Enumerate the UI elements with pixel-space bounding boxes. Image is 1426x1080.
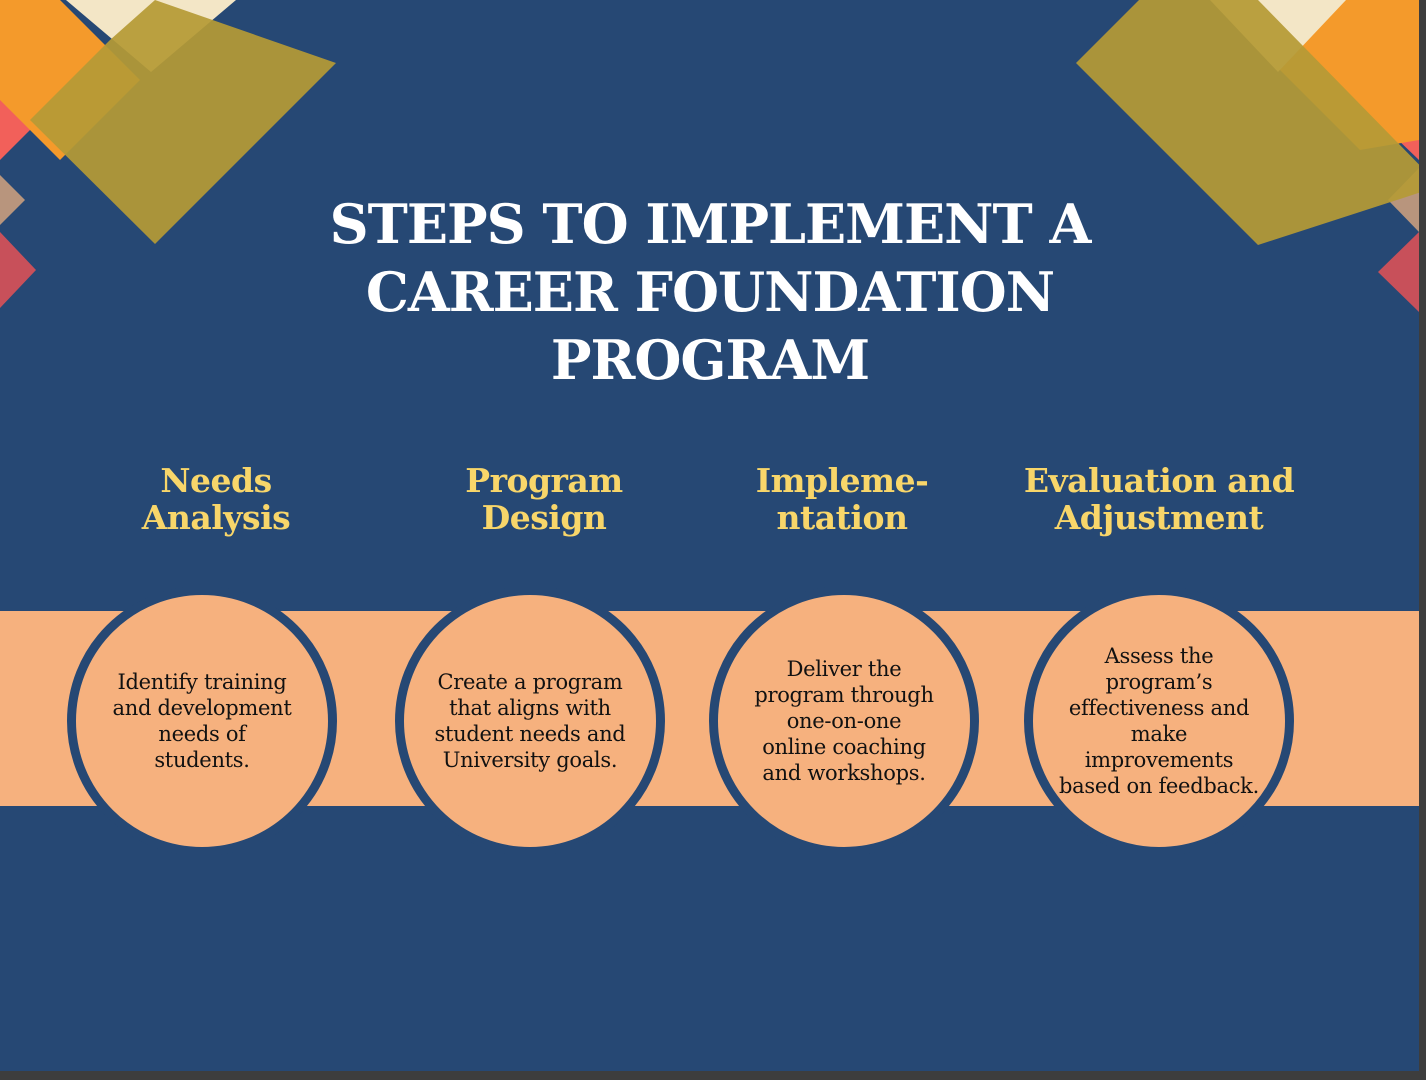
diamond-shape: [1378, 232, 1419, 312]
step-circle-needs-analysis: Identify training and development needs …: [67, 586, 337, 856]
step-title-evaluation-adjustment: Evaluation and Adjustment: [1023, 461, 1295, 537]
diamond-shape: [30, 0, 336, 244]
title-line: CAREER FOUNDATION: [365, 260, 1055, 324]
step-circle-evaluation-adjustment: Assess the program’s effectiveness and m…: [1024, 586, 1294, 856]
step-circle-implementation: Deliver the program through one-on-one o…: [709, 586, 979, 856]
step-description: Deliver the program through one-on-one o…: [754, 657, 934, 785]
step-description: Create a program that aligns with studen…: [434, 670, 626, 772]
title-line: STEPS TO IMPLEMENT A: [329, 192, 1092, 256]
diamond-shape: [1076, 0, 1419, 245]
step-title-program-design: Program Design: [465, 461, 623, 537]
step-description: Assess the program’s effectiveness and m…: [1059, 644, 1259, 798]
step-circle-program-design: Create a program that aligns with studen…: [395, 586, 665, 856]
slide-title: STEPS TO IMPLEMENT A CAREER FOUNDATION P…: [260, 190, 1160, 394]
step-description: Identify training and development needs …: [112, 670, 292, 772]
viewer-edge-right: [1419, 0, 1426, 1080]
diamond-shape: [0, 232, 36, 308]
diamond-shape: [0, 175, 25, 225]
step-title-implementation: Impleme- ntation: [755, 461, 929, 537]
step-title-needs-analysis: Needs Analysis: [141, 461, 291, 537]
viewer-edge-bottom: [0, 1071, 1426, 1080]
title-line: PROGRAM: [550, 328, 870, 392]
diamond-shape: [1280, 0, 1419, 150]
